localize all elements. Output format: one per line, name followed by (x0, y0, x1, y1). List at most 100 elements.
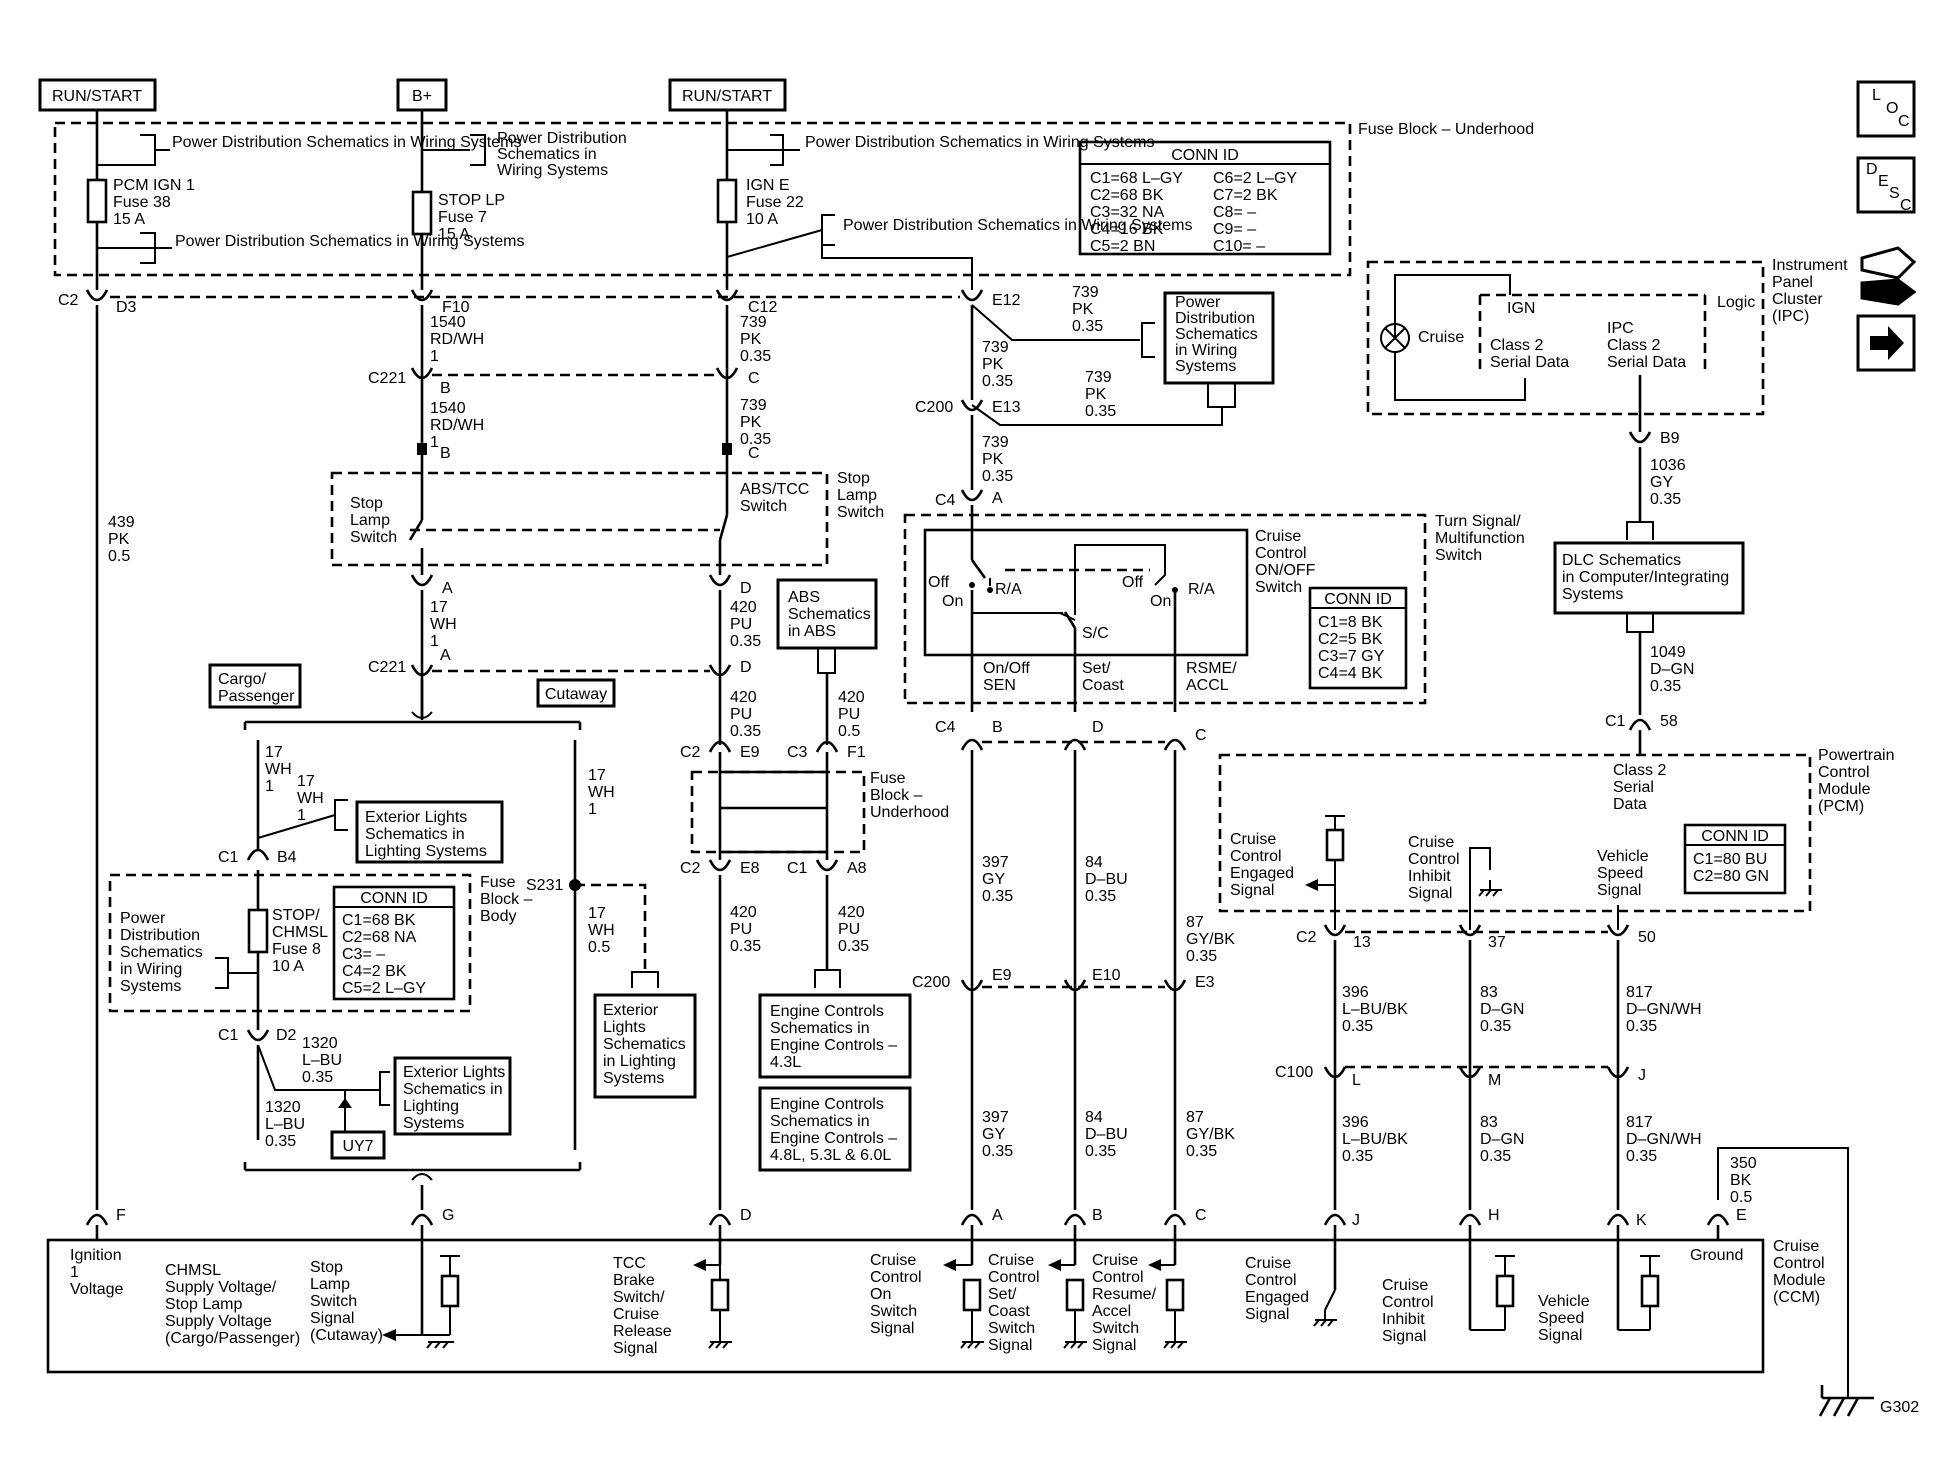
svg-text:Accel: Accel (1092, 1303, 1131, 1320)
pcm-class2: Class 2 Serial Data (1613, 762, 1666, 813)
wire-739-b: 739 PK 0.35 (740, 397, 771, 448)
svg-text:RSME/: RSME/ (1186, 660, 1237, 677)
svg-text:WH: WH (430, 616, 457, 633)
ccm-inh-label: Cruise Control Inhibit Signal (1382, 1277, 1434, 1345)
conn-d-1: D (708, 574, 752, 597)
svg-text:ACCL: ACCL (1186, 677, 1229, 694)
svg-text:A: A (992, 1207, 1003, 1224)
power-source-bplus: B+ (396, 78, 448, 112)
svg-text:Schematics: Schematics (120, 944, 203, 961)
svg-text:Power: Power (120, 910, 166, 927)
svg-text:Power Distribution Schematics: Power Distribution Schematics in Wiring … (843, 217, 1192, 234)
svg-text:E: E (1878, 173, 1889, 190)
dlc-ref: DLC Schematics in Computer/Integrating S… (1553, 541, 1745, 615)
pcm-inhibit-label: Cruise Control Inhibit Signal (1408, 834, 1460, 902)
svg-text:Schematics: Schematics (1175, 326, 1258, 343)
cargo-passenger-label: Cargo/ Passenger (208, 663, 302, 709)
svg-text:739: 739 (1072, 284, 1099, 301)
svg-text:84: 84 (1085, 1109, 1103, 1126)
svg-text:RUN/START: RUN/START (52, 88, 142, 105)
ccm-pin-e: E (1706, 1207, 1747, 1240)
svg-text:13: 13 (1353, 934, 1371, 951)
svg-text:IGN: IGN (1507, 300, 1535, 317)
conn-c2-d3: C2 D3 (58, 289, 137, 316)
next-arrow-icon[interactable] (1856, 314, 1916, 372)
svg-text:GY/BK: GY/BK (1186, 1126, 1235, 1143)
svg-text:On: On (1150, 593, 1171, 610)
svg-text:Underhood: Underhood (870, 804, 949, 821)
svg-text:0.5: 0.5 (108, 548, 130, 565)
svg-text:Switch/: Switch/ (613, 1289, 665, 1306)
svg-text:Power: Power (1175, 294, 1221, 311)
svg-text:0.35: 0.35 (302, 1069, 333, 1086)
svg-text:Panel: Panel (1772, 274, 1813, 291)
ccm-onsw-label: Cruise Control On Switch Signal (870, 1252, 922, 1337)
svg-text:GY: GY (982, 1126, 1005, 1143)
wire-17-a: 17 WH 1 (430, 599, 457, 650)
svg-text:C: C (748, 445, 760, 462)
svg-text:C1=68 BK: C1=68 BK (342, 912, 416, 929)
loc-icon[interactable]: L O C (1856, 80, 1916, 138)
svg-text:C3: C3 (787, 744, 808, 761)
svg-text:0.35: 0.35 (982, 888, 1013, 905)
svg-text:87: 87 (1186, 1109, 1204, 1126)
svg-text:Inhibit: Inhibit (1382, 1311, 1425, 1328)
wire-420-b: 420 PU 0.35 (730, 689, 761, 740)
svg-text:DLC Schematics: DLC Schematics (1562, 552, 1681, 569)
stop-chmsl-label: STOP/ CHMSL Fuse 8 10 A (272, 907, 328, 975)
ccm-resm-label: Cruise Control Resume/ Accel Switch Sign… (1092, 1252, 1157, 1354)
stop-lamp-switch: Stop Lamp Switch (350, 495, 397, 546)
svg-text:Schematics: Schematics (603, 1036, 686, 1053)
svg-text:Speed: Speed (1597, 865, 1643, 882)
svg-text:L–BU: L–BU (302, 1052, 342, 1069)
ccm-setc-label: Cruise Control Set/ Coast Switch Signal (988, 1252, 1040, 1354)
svg-text:RD/WH: RD/WH (430, 331, 484, 348)
wire-83-a: 83 D–GN 0.35 (1480, 984, 1524, 1035)
svg-text:Resume/: Resume/ (1092, 1286, 1157, 1303)
svg-text:C: C (1898, 113, 1910, 130)
svg-text:C1=80 BU: C1=80 BU (1693, 851, 1767, 868)
svg-text:739: 739 (740, 314, 767, 331)
svg-text:Supply Voltage: Supply Voltage (165, 1313, 272, 1330)
svg-text:Engaged: Engaged (1230, 865, 1294, 882)
svg-text:Cruise: Cruise (1255, 528, 1301, 545)
svg-text:C4=16 BK: C4=16 BK (1090, 221, 1164, 238)
wire-1320-a: 1320 L–BU 0.35 (302, 1035, 342, 1086)
svg-text:Passenger: Passenger (218, 688, 295, 705)
svg-text:PK: PK (740, 331, 762, 348)
svg-text:Switch: Switch (350, 529, 397, 546)
svg-text:Cruise: Cruise (1382, 1277, 1428, 1294)
svg-text:817: 817 (1626, 984, 1653, 1001)
svg-text:Block –: Block – (480, 891, 533, 908)
svg-text:(PCM): (PCM) (1818, 798, 1864, 815)
svg-text:C2: C2 (680, 860, 701, 877)
svg-text:4.3L: 4.3L (770, 1054, 801, 1071)
svg-text:Lighting: Lighting (403, 1098, 459, 1115)
fuse-block-underhood-2-label: Fuse Block – Underhood (870, 770, 949, 821)
wire-84-a: 84 D–BU 0.35 (1085, 854, 1128, 905)
svg-text:Exterior Lights: Exterior Lights (365, 809, 467, 826)
svg-text:C7=2 BK: C7=2 BK (1213, 187, 1278, 204)
svg-text:Off: Off (1122, 574, 1144, 591)
svg-text:in Computer/Integrating: in Computer/Integrating (1562, 569, 1729, 586)
svg-text:A8: A8 (847, 860, 867, 877)
desc-icon[interactable]: D E S C (1856, 156, 1916, 214)
svg-text:Lights: Lights (603, 1019, 646, 1036)
svg-text:C1: C1 (787, 860, 808, 877)
connector-end-view-icon[interactable] (1860, 246, 1917, 306)
svg-text:Cruise: Cruise (988, 1252, 1034, 1269)
wire-17-b: 17 WH 1 (265, 744, 292, 795)
svg-text:1: 1 (588, 801, 597, 818)
svg-text:On: On (870, 1286, 891, 1303)
fuse-block-underhood-outline (53, 121, 1352, 277)
wire-350: 350 BK 0.5 (1730, 1155, 1757, 1206)
svg-text:1: 1 (430, 434, 439, 451)
svg-text:1: 1 (430, 348, 439, 365)
svg-text:739: 739 (982, 339, 1009, 356)
svg-text:B: B (992, 719, 1003, 736)
svg-text:84: 84 (1085, 854, 1103, 871)
wire-397-a: 397 GY 0.35 (982, 854, 1013, 905)
svg-text:17: 17 (430, 599, 448, 616)
svg-text:Schematics in: Schematics in (403, 1081, 503, 1098)
